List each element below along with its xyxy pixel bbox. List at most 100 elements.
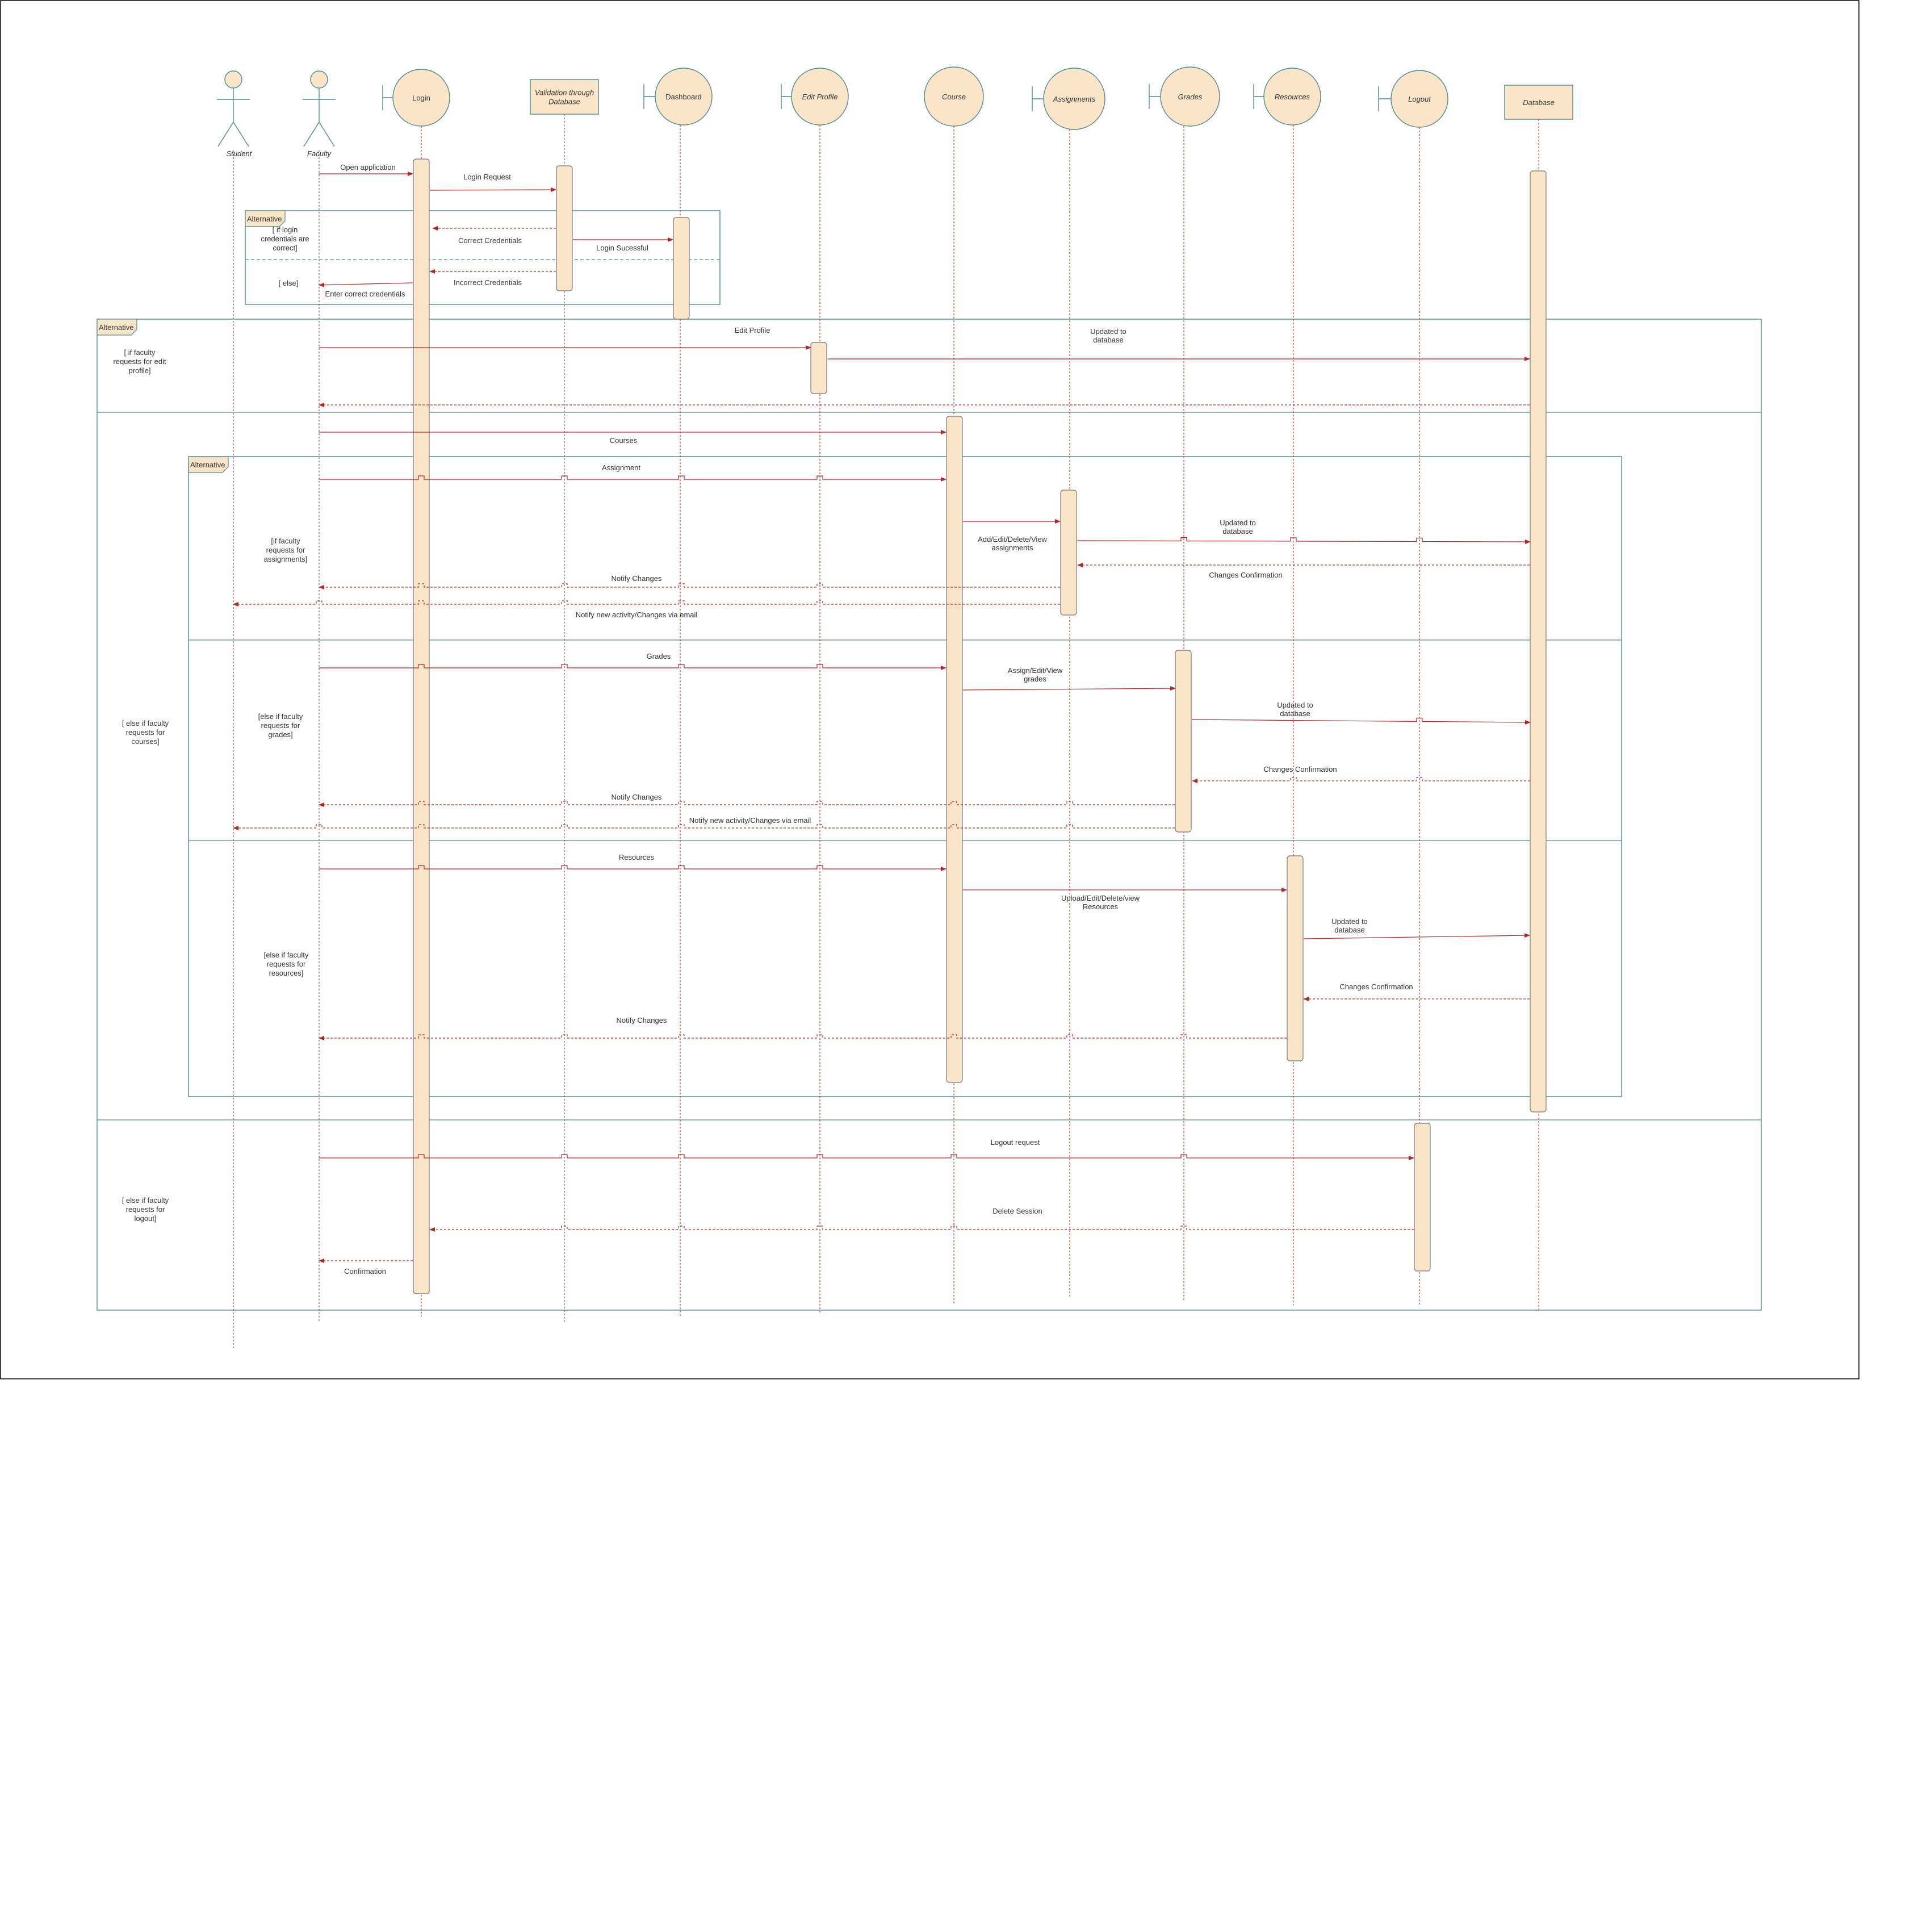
boundary-icon [1160, 66, 1220, 127]
participant-logout: Logout [1378, 70, 1448, 128]
message-arrow [962, 686, 1176, 691]
activation-bar-assignments [1060, 490, 1077, 616]
message-label: Courses [610, 436, 638, 445]
participant-dashboard: Dashboard [643, 68, 713, 126]
message: Grades [319, 652, 946, 670]
message: Changes Confirmation [1303, 982, 1530, 1001]
message: Delete Session [429, 1207, 1414, 1232]
message-label: Confirmation [344, 1267, 386, 1276]
message: Courses [319, 430, 946, 445]
return-arrow [233, 600, 1060, 607]
message-arrow [319, 1154, 1414, 1160]
message: Resources [319, 853, 946, 871]
return-arrow [429, 1226, 1414, 1232]
participant-faculty: Faculty [303, 70, 336, 158]
message: Enter correct credentials [319, 282, 413, 298]
participant-assignments: Assignments [1032, 68, 1105, 130]
activation-bar-login [413, 158, 430, 1294]
return-arrow [319, 583, 1060, 589]
boundary-icon [1263, 68, 1321, 126]
boundary-icon [655, 68, 713, 126]
message-label: Notify Changes [612, 574, 662, 583]
activation-bar-resources [1287, 855, 1304, 1061]
message-arrow [319, 865, 946, 871]
fragment-tag [245, 210, 286, 227]
return-arrow [233, 824, 1175, 830]
participant-label: Edit Profile [802, 93, 838, 101]
message-label: Delete Session [992, 1207, 1042, 1215]
participant-resources: Resources [1253, 68, 1321, 126]
fragment-tag [97, 319, 137, 336]
return-arrow [319, 801, 1175, 807]
fragment-frame [245, 210, 721, 305]
message: Login Sucessful [573, 237, 673, 252]
participant-label: Database [1523, 98, 1555, 107]
fragment-frame [97, 319, 1762, 1311]
participant-database: Database [1504, 85, 1573, 120]
message: Notify Changes [319, 574, 1060, 589]
actor-leg [303, 122, 320, 147]
activation-bar-edit-profile [810, 342, 827, 394]
message-label: Resources [619, 853, 655, 862]
participant-label: Grades [1178, 93, 1203, 101]
message: Changes Confirmation [1077, 563, 1530, 579]
message-arrow [319, 475, 946, 482]
message: Notify new activity/Changes via email [233, 600, 1060, 619]
message-label: Enter correct credentials [325, 290, 405, 298]
message-label: Notify new activity/Changes via email [689, 816, 811, 825]
participant-student: Student [217, 70, 253, 158]
participant-label: Resources [1275, 93, 1310, 101]
fragment-tag [188, 456, 229, 473]
message-label: Open application [340, 163, 396, 172]
message: Edit Profile [319, 326, 811, 350]
message: Confirmation [319, 1258, 413, 1276]
message-arrow [1191, 717, 1531, 725]
participant-login: Login [382, 69, 450, 127]
actor-leg [233, 122, 249, 147]
boundary-icon [791, 68, 849, 126]
fragment-tag-label: Alternative [190, 461, 225, 469]
actor-head-icon [224, 70, 242, 89]
participant-label: Assignments [1053, 95, 1096, 103]
participant-label: Course [942, 93, 966, 101]
message: Logout request [319, 1138, 1414, 1160]
message-label: Assignment [602, 463, 640, 472]
message: Incorrect Credentials [429, 269, 556, 287]
message-arrow [319, 282, 413, 287]
participant-grades: Grades [1149, 66, 1220, 127]
fragment-tag-label: Alternative [247, 215, 282, 223]
participant-course: Course [924, 66, 984, 127]
participant-label: Student [227, 149, 253, 158]
fragment-tag-label: Alternative [99, 323, 133, 332]
participant-label: Dashboard [665, 93, 702, 101]
fragment-frame [188, 456, 1622, 1097]
message-label: Changes Confirmation [1209, 571, 1282, 579]
participant-label: Logout [1408, 95, 1431, 103]
message-label: Incorrect Credentials [454, 278, 522, 287]
message: Correct Credentials [432, 226, 556, 245]
message: Changes Confirmation [1192, 765, 1530, 783]
participant-label: Faculty [307, 149, 332, 158]
message-label: Notify new activity/Changes via email [576, 610, 698, 619]
actor-head-icon [310, 70, 328, 89]
message: Login Request [429, 173, 556, 193]
message-label: Changes Confirmation [1263, 765, 1337, 773]
diagram-frame [0, 0, 1859, 1379]
message: Notify Changes [319, 1016, 1287, 1040]
